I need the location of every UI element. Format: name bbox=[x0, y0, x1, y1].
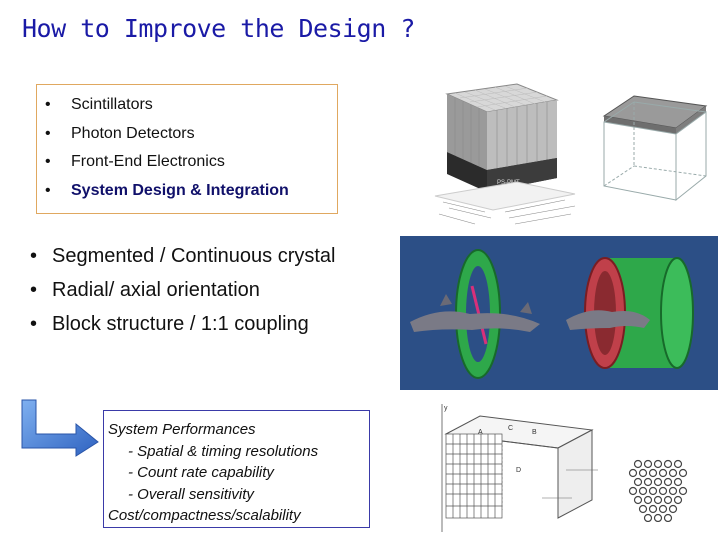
performances-heading: System Performances bbox=[108, 421, 256, 438]
topic-front-end-electronics: Front-End Electronics bbox=[71, 153, 225, 170]
crystal-array-figure: PS-PMT bbox=[434, 83, 576, 225]
option-orientation: Radial/ axial orientation bbox=[52, 279, 260, 301]
performance-item: - Spatial & timing resolutions bbox=[128, 442, 319, 460]
slide-title: How to Improve the Design ? bbox=[22, 14, 415, 43]
fiber-bundle-icon bbox=[628, 459, 688, 522]
option-coupling: Block structure / 1:1 coupling bbox=[52, 313, 309, 335]
topic-system-design: System Design & Integration bbox=[71, 181, 289, 199]
bullet: • bbox=[45, 96, 51, 113]
system-performances-box: System Performances - Spatial & timing r… bbox=[103, 410, 370, 528]
list-item: • Photon Detectors bbox=[37, 120, 337, 149]
bullet: • bbox=[45, 124, 51, 142]
topic-photon-detectors: Photon Detectors bbox=[71, 124, 195, 142]
bullet: • bbox=[30, 245, 38, 267]
block-geometry-diagram: y A B C D bbox=[441, 404, 598, 532]
bent-arrow-icon bbox=[21, 399, 99, 457]
list-item: • Front-End Electronics bbox=[37, 148, 337, 177]
block-label-a: A bbox=[478, 429, 483, 436]
block-label-c: C bbox=[508, 425, 513, 432]
pet-scanner-figure bbox=[400, 236, 718, 390]
bullet: • bbox=[45, 153, 51, 170]
bullet: • bbox=[30, 313, 38, 335]
performances-footer: Cost/compactness/scalability bbox=[108, 507, 301, 524]
topics-box: • Scintillators • Photon Detectors • Front-… bbox=[36, 84, 338, 214]
axis-y-label: y bbox=[444, 405, 448, 412]
option-crystal: Segmented / Continuous crystal bbox=[52, 245, 336, 267]
performance-item: - Overall sensitivity bbox=[128, 485, 254, 503]
performance-item: - Count rate capability bbox=[128, 464, 274, 481]
topics-list: • Scintillators • Photon Detectors • Front-… bbox=[37, 85, 337, 205]
list-item: • System Design & Integration bbox=[37, 177, 337, 206]
pet-rings-illustration bbox=[410, 249, 694, 379]
topic-scintillators: Scintillators bbox=[71, 96, 153, 113]
block-label-d: D bbox=[516, 467, 521, 474]
bullet: • bbox=[45, 181, 51, 199]
bullet: • bbox=[30, 279, 38, 301]
continuous-crystal-figure bbox=[602, 95, 708, 202]
block-label-b: B bbox=[532, 429, 537, 436]
list-item: • Scintillators bbox=[37, 91, 337, 120]
